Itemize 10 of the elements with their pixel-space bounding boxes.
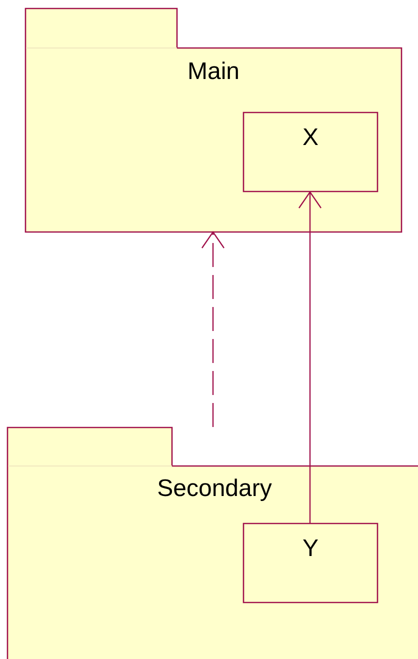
class-name: Y — [302, 535, 318, 563]
package-folder — [25, 8, 402, 232]
association-arrow — [298, 191, 322, 523]
package-folder — [7, 427, 418, 659]
package-name: Main — [187, 58, 240, 86]
class-name: X — [302, 124, 318, 152]
dependency-arrow — [201, 231, 225, 427]
package-name: Secondary — [157, 475, 272, 503]
class-box — [243, 112, 378, 192]
class-box — [243, 523, 378, 603]
